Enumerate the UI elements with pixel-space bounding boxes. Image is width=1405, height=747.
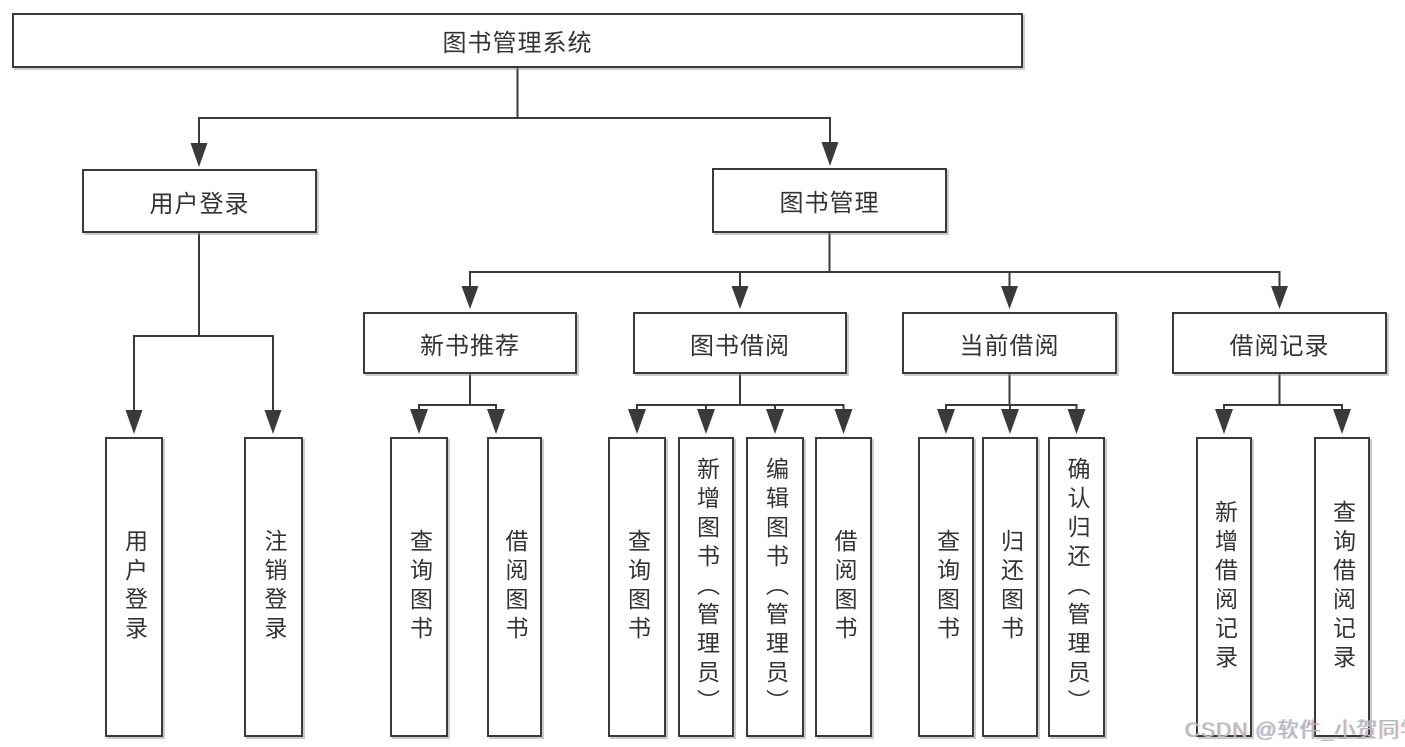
leaf-confirm-return-admin: 确认归还（管理员） <box>1048 437 1105 737</box>
leaf-label: 查询图书 <box>933 529 960 645</box>
leaf-label: 新增图书（管理员） <box>693 456 720 718</box>
leaf-edit-book-admin: 编辑图书（管理员） <box>746 437 804 737</box>
leaf-query-borrow-record: 查询借阅记录 <box>1314 437 1370 737</box>
node-book-borrow: 图书借阅 <box>633 312 847 374</box>
leaf-add-borrow-record: 新增借阅记录 <box>1196 437 1252 737</box>
leaf-label: 查询图书 <box>624 529 651 645</box>
leaf-query-books-2: 查询图书 <box>608 437 666 737</box>
leaf-label: 新增借阅记录 <box>1211 500 1238 674</box>
leaf-query-books-1: 查询图书 <box>390 437 448 737</box>
node-user-login: 用户登录 <box>82 169 317 233</box>
leaf-label: 借阅图书 <box>502 529 528 645</box>
node-book-management: 图书管理 <box>712 168 947 233</box>
leaf-label: 注销登录 <box>261 529 287 645</box>
leaf-label: 用户登录 <box>121 529 148 645</box>
leaf-label: 归还图书 <box>997 529 1024 645</box>
leaf-borrow-books-2: 借阅图书 <box>815 437 872 737</box>
leaf-query-books-3: 查询图书 <box>918 437 974 737</box>
leaf-return-book: 归还图书 <box>982 437 1038 737</box>
node-current-borrow: 当前借阅 <box>902 312 1117 374</box>
leaf-label: 编辑图书（管理员） <box>762 456 789 718</box>
arrowheads <box>125 142 1351 434</box>
leaf-borrow-books-1: 借阅图书 <box>487 437 542 737</box>
leaf-label: 查询借阅记录 <box>1329 500 1356 674</box>
leaf-label: 查询图书 <box>406 529 433 645</box>
leaf-user-login: 用户登录 <box>105 437 163 737</box>
node-library-management-system: 图书管理系统 <box>12 13 1023 68</box>
leaf-add-book-admin: 新增图书（管理员） <box>678 437 734 737</box>
leaf-label: 借阅图书 <box>831 529 857 645</box>
leaf-logout: 注销登录 <box>244 437 303 737</box>
node-new-book-recommend: 新书推荐 <box>363 312 577 374</box>
leaf-label: 确认归还（管理员） <box>1064 456 1090 718</box>
node-borrow-record: 借阅记录 <box>1172 312 1387 374</box>
csdn-watermark: CSDN @软件_小贺同学 <box>1185 719 1405 742</box>
